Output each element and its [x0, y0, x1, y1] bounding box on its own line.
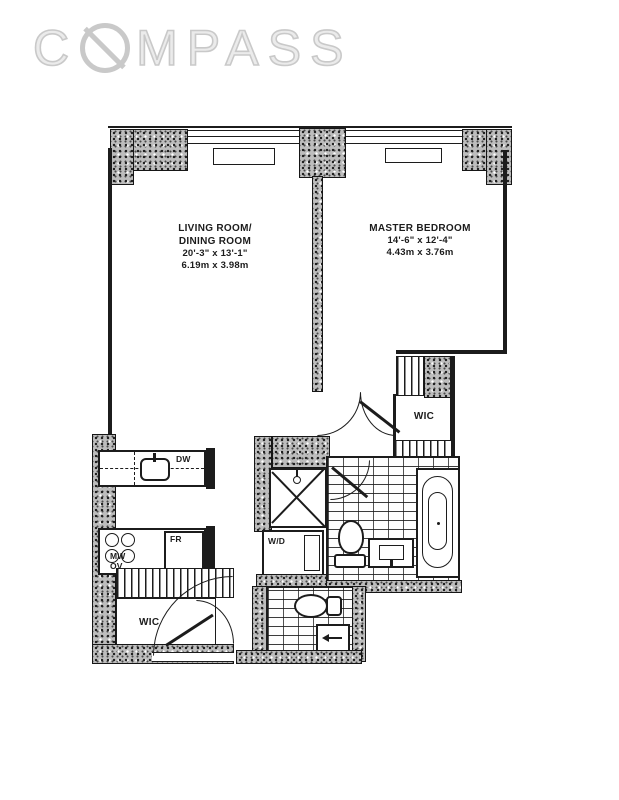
stove-burners	[105, 533, 139, 563]
room-name: DINING ROOM	[178, 236, 252, 247]
compass-logo: C MPASS	[32, 20, 353, 76]
room-name: LIVING ROOM/	[178, 223, 252, 234]
room-name: MASTER BEDROOM	[369, 223, 471, 234]
washer-dryer: W/D	[262, 530, 324, 576]
logo-letters-mpass: MPASS	[135, 20, 353, 76]
vanity-sink	[368, 538, 414, 568]
burner-icon	[121, 533, 135, 547]
toilet-tank	[326, 596, 342, 616]
wall	[206, 526, 215, 576]
wall	[352, 586, 366, 662]
master-bathroom	[326, 456, 460, 586]
living-room-label: LIVING ROOM/ DINING ROOM 20'-3" x 13'-1"…	[135, 222, 295, 273]
wall	[110, 129, 134, 185]
room-dimensions-metric: 6.19m x 3.98m	[181, 260, 249, 272]
shower-arrow-icon	[322, 634, 329, 642]
room-dimensions-imperial: 20'-3" x 13'-1"	[182, 248, 248, 259]
bathtub-inner	[422, 476, 453, 568]
wall	[312, 176, 323, 392]
wall	[272, 436, 330, 468]
drain-icon	[437, 522, 440, 525]
window-sill	[385, 148, 442, 163]
dishwasher-label: DW	[176, 454, 191, 464]
closet-rod	[396, 356, 424, 396]
faucet-icon	[390, 560, 393, 567]
logo-letter-c: C	[32, 20, 79, 76]
wall	[254, 436, 272, 532]
wall	[206, 448, 215, 489]
toilet	[338, 520, 364, 554]
wall	[108, 126, 512, 128]
entry-wic-label: WIC	[139, 617, 160, 628]
light-fixture-icon	[293, 476, 301, 484]
window	[346, 130, 462, 144]
room-dimensions-metric: 4.43m x 3.76m	[386, 247, 454, 259]
compass-o-slash-icon	[80, 23, 131, 73]
oven-label: OV	[110, 561, 123, 571]
shaft	[269, 467, 327, 528]
sink-basin	[379, 545, 404, 560]
window	[188, 130, 300, 144]
microwave-label: MW	[110, 551, 126, 561]
shower	[316, 624, 350, 652]
window-sill	[213, 148, 275, 165]
wall	[486, 129, 512, 185]
burner-icon	[105, 533, 119, 547]
room-dimensions-imperial: 14'-6" x 12'-4"	[387, 235, 453, 246]
kitchen-counter: MW OV FR	[98, 528, 206, 575]
burner-icon	[105, 549, 119, 563]
wall	[252, 586, 268, 652]
wall	[108, 148, 112, 454]
bathtub-inner	[428, 492, 447, 550]
door-arc	[317, 392, 361, 436]
wall	[396, 350, 507, 354]
master-bedroom-label: MASTER BEDROOM 14'-6" x 12'-4" 4.43m x 3…	[350, 222, 490, 260]
washer-dryer-door	[304, 535, 320, 571]
cabinet-dashed-line	[134, 452, 135, 485]
faucet-icon	[153, 453, 156, 462]
wall	[236, 650, 362, 664]
wall	[424, 356, 452, 398]
bathtub	[416, 468, 460, 578]
toilet-tank	[334, 554, 366, 568]
toilet	[294, 594, 328, 618]
second-bathroom	[266, 586, 356, 656]
wall	[450, 356, 455, 468]
kitchen-counter: DW	[98, 450, 206, 487]
refrigerator-label: FR	[170, 534, 182, 544]
wall	[503, 150, 507, 354]
refrigerator: FR	[164, 531, 204, 573]
wall	[299, 128, 346, 178]
master-wic-label: WIC	[413, 411, 435, 422]
shower-arrow-stem	[326, 637, 342, 639]
light-fixture-icon	[296, 470, 298, 477]
washer-dryer-label: W/D	[268, 536, 286, 546]
burner-icon	[121, 549, 135, 563]
